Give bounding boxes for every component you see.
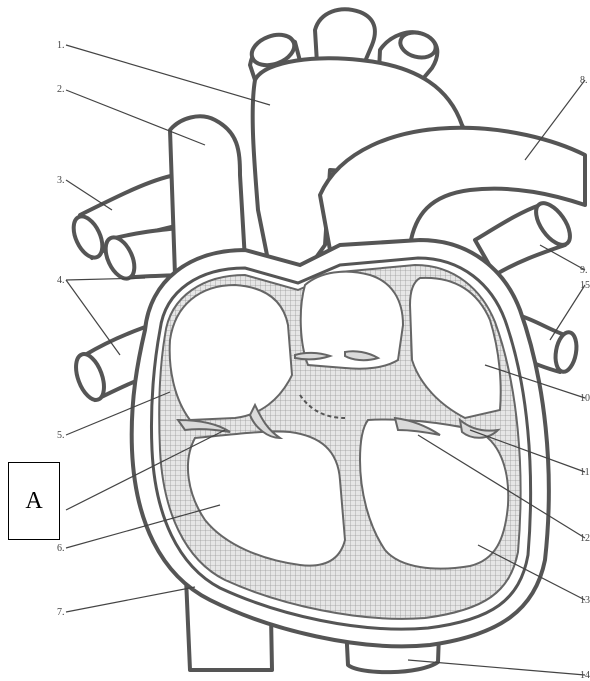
- right-atrium: [170, 285, 292, 420]
- marker-6: 6.: [57, 543, 65, 554]
- marker-7: 7.: [57, 607, 65, 618]
- leader-line-10: [540, 245, 585, 270]
- marker-2: 2.: [57, 84, 65, 95]
- answer-box-letter: A: [25, 488, 42, 515]
- leader-line-4b: [66, 280, 120, 355]
- marker-10: 10.: [580, 393, 590, 404]
- left-ventricle: [360, 419, 508, 568]
- marker-4: 4.: [57, 275, 65, 286]
- marker-13: 13.: [580, 595, 590, 606]
- leader-line-3: [66, 180, 112, 210]
- leader-line-8: [66, 587, 195, 612]
- marker-1: 1.: [57, 40, 65, 51]
- marker-5: 5.: [57, 430, 65, 441]
- marker-9: 9.: [580, 265, 588, 276]
- chordae-left: [295, 353, 330, 359]
- marker-12: 12.: [580, 533, 590, 544]
- marker-14: 14.: [580, 670, 590, 681]
- answer-box-a: A: [8, 462, 60, 540]
- marker-15: 15.: [580, 280, 590, 291]
- marker-3: 3.: [57, 175, 65, 186]
- marker-8: 8.: [580, 75, 588, 86]
- leader-line-16: [408, 660, 585, 675]
- leader-line-1: [66, 45, 270, 105]
- marker-11: 11.: [580, 467, 590, 478]
